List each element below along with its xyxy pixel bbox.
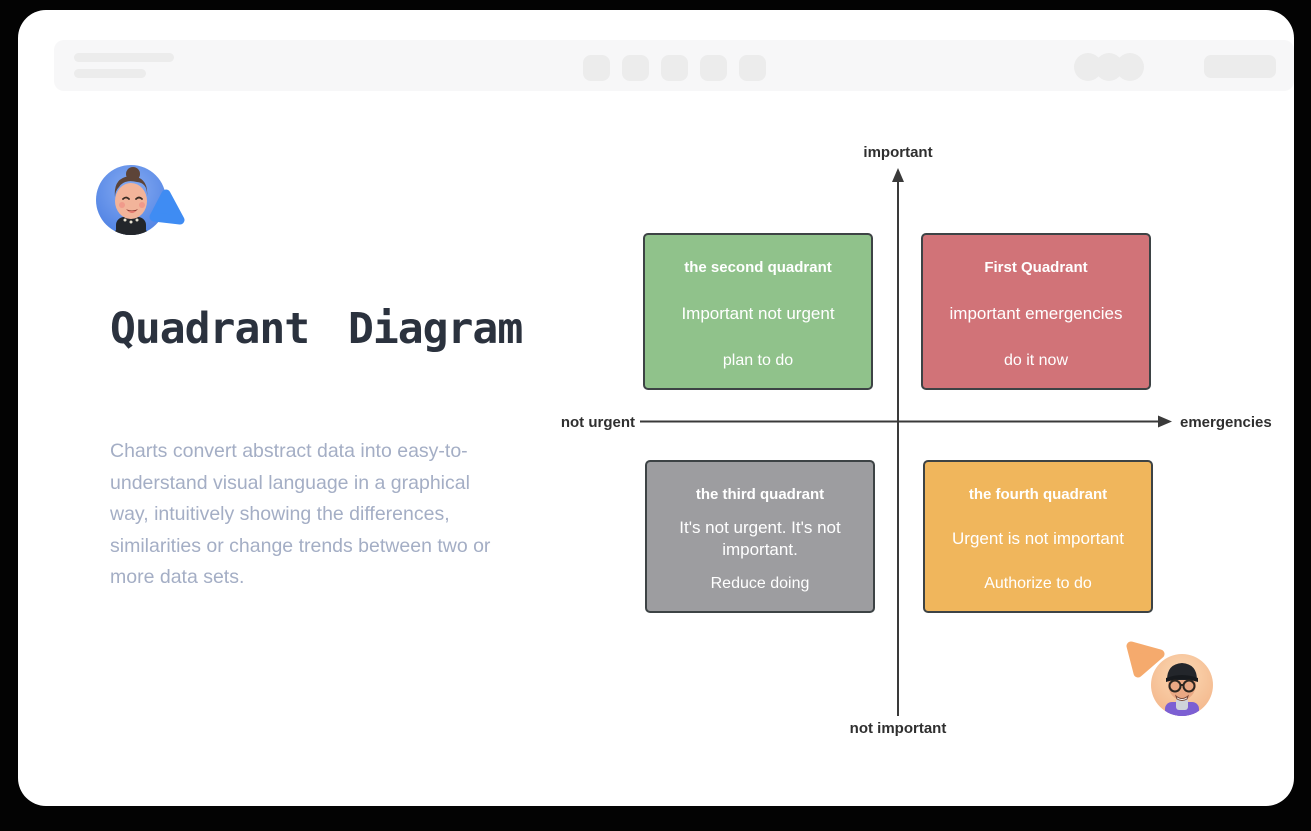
toolbar-button-group <box>583 55 766 81</box>
toolbar-avatar-stack <box>1074 53 1144 81</box>
quadrant-title: First Quadrant <box>984 259 1088 276</box>
collaborator-cursor-orange <box>1122 636 1168 687</box>
toolbar-button[interactable] <box>661 55 688 81</box>
toolbar-action-placeholder[interactable] <box>1204 55 1276 78</box>
avatar-woman-icon <box>96 165 166 235</box>
quadrant-action: Authorize to do <box>984 575 1092 592</box>
quadrant-box-first[interactable]: First Quadrant important emergencies do … <box>921 233 1151 390</box>
collaborator-avatar-blue <box>96 165 166 235</box>
page-title: Quadrant Diagram <box>110 304 523 354</box>
arrow-right-icon <box>1158 415 1172 428</box>
quadrant-subtitle: It's not urgent. It's not important. <box>679 518 841 559</box>
toolbar-skeleton-line <box>74 69 146 78</box>
quadrant-title: the fourth quadrant <box>968 486 1108 503</box>
quadrant-action: do it now <box>1003 352 1069 369</box>
collaborator-cursor-blue <box>148 188 188 237</box>
app-window: Quadrant Diagram Charts convert abstract… <box>18 10 1294 806</box>
quadrant-action: plan to do <box>722 352 794 369</box>
toolbar-button[interactable] <box>739 55 766 81</box>
cursor-pointer-icon <box>149 189 185 225</box>
avatar-man-icon <box>1151 654 1213 716</box>
quadrant-box-second[interactable]: the second quadrant Important not urgent… <box>643 233 873 390</box>
collaborator-avatar-orange <box>1151 654 1213 716</box>
cursor-pointer-icon <box>1126 641 1165 678</box>
toolbar-skeleton-line <box>74 53 174 62</box>
axis-label-left: not urgent <box>560 414 635 431</box>
quadrant-action: Reduce doing <box>710 575 810 592</box>
toolbar-button[interactable] <box>622 55 649 81</box>
quadrant-box-third[interactable]: the third quadrant It's not urgent. It's… <box>645 460 875 613</box>
toolbar <box>54 40 1294 91</box>
quadrant-subtitle: Important not urgent <box>681 304 835 323</box>
quadrant-box-fourth[interactable]: the fourth quadrant Urgent is not import… <box>923 460 1153 613</box>
axis-label-top: important <box>863 144 933 161</box>
toolbar-button[interactable] <box>700 55 727 81</box>
toolbar-button[interactable] <box>583 55 610 81</box>
page-description: Charts convert abstract data into easy-t… <box>110 440 491 588</box>
quadrant-axes <box>640 168 1172 716</box>
quadrant-subtitle: important emergencies <box>949 304 1123 323</box>
arrow-up-icon <box>892 168 904 182</box>
quadrant-title: the third quadrant <box>695 486 825 503</box>
avatar-placeholder[interactable] <box>1116 53 1144 81</box>
axis-label-bottom: not important <box>849 720 947 737</box>
quadrant-title: the second quadrant <box>684 259 832 276</box>
axis-label-right: emergencies <box>1180 414 1272 431</box>
quadrant-subtitle: Urgent is not important <box>952 529 1124 548</box>
